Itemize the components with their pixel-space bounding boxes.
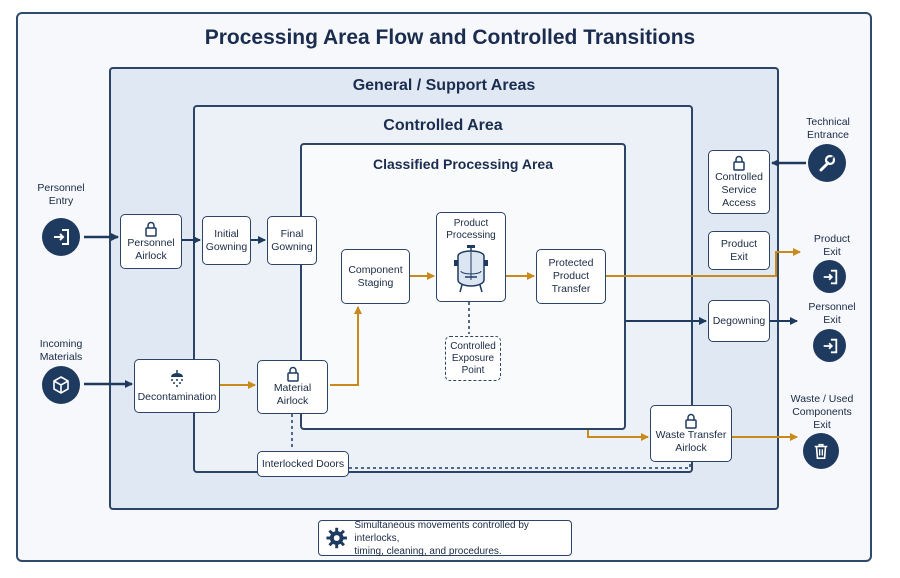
controlled-service-label: Controlled Service Access	[715, 170, 763, 209]
controlled-service-box: Controlled Service Access	[708, 150, 770, 214]
personnel-airlock-box: Personnel Airlock	[120, 214, 182, 269]
component-staging-label: Component Staging	[348, 263, 403, 289]
material-airlock-box: Material Airlock	[257, 360, 328, 414]
waste-exit-label: Waste / Used Components Exit	[790, 393, 854, 431]
product-processing-label: Product Processing	[446, 218, 496, 241]
degowning-box: Degowning	[708, 300, 770, 342]
wrench-icon	[808, 144, 846, 182]
personnel-entry-label: Personnel Entry	[37, 182, 85, 207]
waste-airlock-box: Waste Transfer Airlock	[650, 405, 732, 462]
personnel-airlock-label: Personnel Airlock	[127, 236, 175, 262]
lock-icon	[145, 221, 157, 237]
final-gowning-label: Final Gowning	[271, 227, 313, 253]
final-gowning-box: Final Gowning	[267, 216, 317, 265]
product-exit-box-label: Product Exit	[720, 237, 758, 263]
decontamination-box: Decontamination	[134, 359, 220, 413]
lock-icon	[685, 413, 697, 429]
material-airlock-label: Material Airlock	[273, 382, 312, 407]
personnel-exit-label: Personnel Exit	[808, 301, 856, 326]
vessel-icon	[454, 245, 488, 293]
technical-entrance-label: Technical Entrance	[806, 116, 850, 141]
zone-classified-label: Classified Processing Area	[372, 156, 553, 172]
product-exit-box: Product Exit	[708, 231, 770, 270]
trash-icon	[803, 433, 839, 469]
zone-general-label: General / Support Areas	[352, 77, 536, 94]
zone-controlled-label: Controlled Area	[383, 117, 503, 134]
lock-icon	[733, 155, 745, 171]
component-staging-box: Component Staging	[341, 249, 410, 304]
waste-airlock-label: Waste Transfer Airlock	[655, 428, 727, 454]
lock-icon	[286, 366, 299, 382]
protected-transfer-label: Protected Product Transfer	[548, 257, 594, 295]
interlocked-doors-box: Interlocked Doors	[257, 451, 349, 477]
door-exit-icon	[813, 260, 846, 293]
controlled-exposure-box: Controlled Exposure Point	[445, 336, 501, 381]
incoming-materials-label: Incoming Materials	[39, 338, 83, 363]
interlock-note-text: Simultaneous movements controlled by int…	[354, 519, 529, 557]
controlled-exposure-label: Controlled Exposure Point	[450, 340, 496, 376]
initial-gowning-label: Initial Gowning	[205, 227, 248, 253]
interlocked-doors-label: Interlocked Doors	[261, 457, 345, 470]
interlock-note: Simultaneous movements controlled by int…	[318, 519, 572, 557]
protected-transfer-box: Protected Product Transfer	[536, 249, 606, 304]
initial-gowning-box: Initial Gowning	[202, 216, 251, 265]
door-enter-icon	[42, 218, 80, 256]
product-exit-label: Product Exit	[813, 233, 851, 258]
gear-icon	[326, 527, 347, 549]
decontamination-label: Decontamination	[137, 390, 217, 403]
shower-icon	[171, 369, 183, 387]
box-icon	[42, 366, 80, 404]
product-processing-box: Product Processing	[436, 212, 506, 302]
diagram-title: Processing Area Flow and Controlled Tran…	[204, 26, 696, 49]
degowning-label: Degowning	[712, 314, 766, 327]
door-exit-icon	[813, 329, 846, 362]
